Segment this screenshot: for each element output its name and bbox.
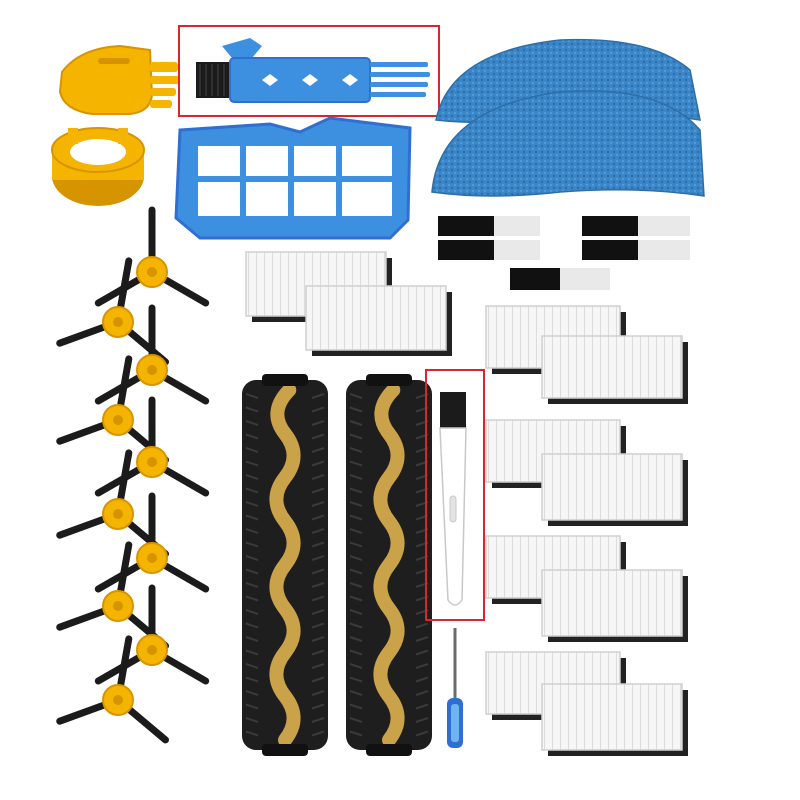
adhesive-strip — [582, 240, 690, 260]
cleaning-tool-yellow — [58, 44, 180, 115]
main-roller-brushes — [242, 374, 432, 756]
highlight-frame-tool — [178, 25, 440, 117]
hepa-filter — [541, 453, 688, 526]
adhesive-strip — [582, 216, 690, 236]
mop-pads — [431, 38, 705, 197]
adhesive-strip — [438, 240, 540, 260]
adhesive-strips — [438, 216, 690, 290]
side-brush — [94, 206, 210, 307]
hepa-filter — [541, 335, 688, 404]
hepa-filters — [245, 251, 688, 756]
highlight-frame-brush — [425, 369, 485, 621]
primary-filter-frame — [174, 116, 412, 240]
side-brush — [56, 355, 169, 464]
hepa-filter — [541, 569, 688, 642]
side-brushes — [56, 206, 210, 744]
screwdriver — [447, 628, 463, 748]
adhesive-strip — [510, 268, 610, 290]
hepa-filter — [541, 683, 688, 756]
mop-pad — [431, 90, 705, 197]
adhesive-strip — [438, 216, 540, 236]
handheld-brush — [439, 392, 467, 606]
cleaning-tool-blue — [196, 38, 430, 103]
side-brush — [56, 257, 169, 366]
hepa-filter — [305, 285, 452, 356]
side-brush — [56, 541, 169, 650]
main-roller-brush — [242, 374, 328, 756]
side-brush — [56, 449, 169, 558]
main-roller-brush — [346, 374, 432, 756]
side-brush — [56, 635, 169, 744]
brush-remover-ring — [51, 127, 145, 206]
